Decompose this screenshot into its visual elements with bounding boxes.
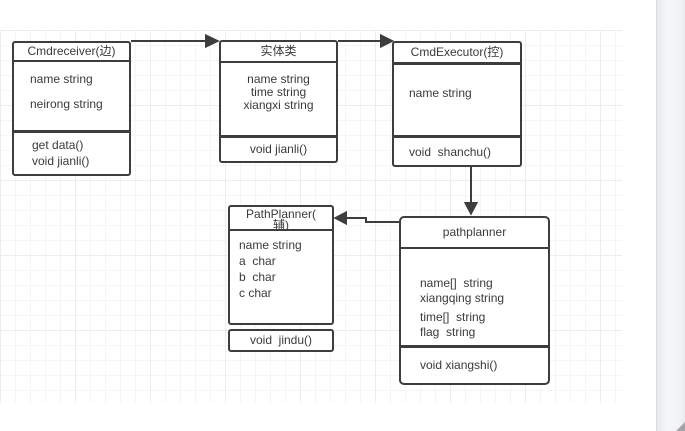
connector-pathplanner-to-pathplanner-fu[interactable]: [333, 210, 400, 226]
class-title: 实体类: [221, 42, 336, 63]
attribute: name string: [247, 72, 310, 86]
methods-compartment: void xiangshi(): [401, 345, 548, 383]
class-title: PathPlanner( 辅): [230, 207, 332, 231]
attributes-compartment: name string time string xiangxi string: [221, 63, 336, 135]
resize-grip-icon[interactable]: [676, 422, 685, 431]
attribute: name string: [409, 86, 472, 100]
attribute: flag string: [420, 325, 476, 339]
attribute: name string: [239, 238, 302, 252]
attribute: name[] string: [420, 276, 493, 290]
attribute: xiangxi string: [243, 98, 314, 112]
method: void shanchu(): [409, 145, 492, 159]
class-shitilei[interactable]: 实体类 name string time string xiangxi stri…: [219, 40, 338, 163]
attribute: name string: [30, 72, 93, 86]
methods-compartment: get data() void jianli(): [14, 130, 129, 174]
connector-cmdexecutor-to-pathplanner[interactable]: [463, 167, 479, 216]
methods-compartment: void shanchu(): [394, 135, 520, 165]
vertical-scrollbar-track[interactable]: [656, 0, 685, 431]
attribute: time[] string: [420, 310, 486, 324]
class-pathplanner[interactable]: pathplanner name[] string xiangqing stri…: [399, 216, 550, 385]
connector-cmdreceiver-to-shitilei[interactable]: [131, 33, 220, 49]
method: void jianli(): [32, 154, 90, 168]
attributes-compartment: name string: [394, 65, 520, 135]
attribute: xiangqing string: [420, 291, 505, 305]
attribute: a char: [239, 254, 276, 268]
class-pathplanner-fu[interactable]: PathPlanner( 辅) name string a char b cha…: [228, 205, 334, 325]
class-title-line2: 辅): [273, 218, 289, 231]
class-title: Cmdreceiver(边): [14, 43, 129, 62]
class-pathplanner-fu-methods[interactable]: void jindu(): [228, 329, 334, 352]
class-title: CmdExecutor(控): [394, 43, 520, 65]
connector-shitilei-to-cmdexecutor[interactable]: [338, 33, 395, 49]
methods-compartment: void jianli(): [221, 135, 336, 161]
attribute: b char: [239, 270, 276, 284]
attributes-compartment: name string neirong string: [14, 62, 129, 130]
method: void xiangshi(): [420, 358, 498, 372]
method: void jindu(): [249, 333, 313, 347]
class-cmdreceiver[interactable]: Cmdreceiver(边) name string neirong strin…: [12, 41, 131, 176]
attributes-compartment: name string a char b char c char: [230, 231, 332, 323]
attribute: time string: [250, 85, 307, 99]
attribute: c char: [239, 286, 272, 300]
method: get data(): [32, 138, 84, 152]
class-cmdexecutor[interactable]: CmdExecutor(控) name string void shanchu(…: [392, 41, 522, 167]
attributes-compartment: name[] string xiangqing string time[] st…: [401, 249, 548, 345]
attribute: neirong string: [30, 97, 103, 111]
method: void jianli(): [249, 142, 308, 156]
class-title: pathplanner: [401, 218, 548, 249]
class-title-line1: PathPlanner(: [245, 207, 317, 221]
